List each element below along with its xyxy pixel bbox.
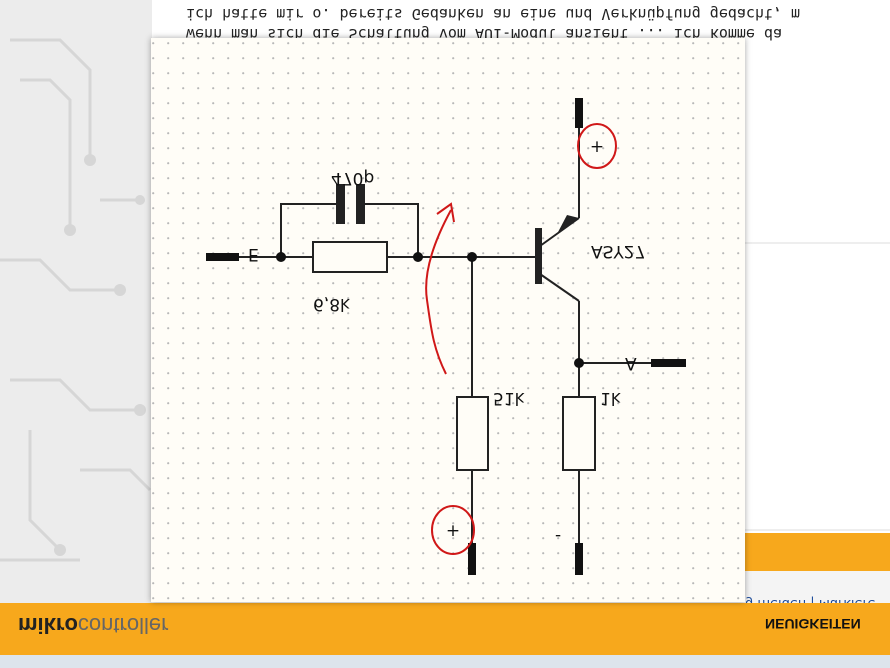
logo-light-text: controller [77, 613, 169, 638]
junction-dot [276, 252, 286, 262]
forum-line-2: ich hatte mir o. bereits Gedanken an ein… [186, 5, 801, 23]
junction-dot [413, 252, 423, 262]
label-capacitor: 470p [331, 168, 374, 188]
junction-dot [467, 252, 477, 262]
nav-news-link[interactable]: NEUIGKEITEN [765, 616, 861, 632]
logo-bold-text: mikro [18, 613, 78, 638]
label-minus: - [555, 526, 561, 546]
bottom-bar [0, 655, 890, 668]
resistor-1k [562, 396, 596, 471]
transistor-base [535, 228, 542, 284]
capacitor-plate-left [336, 184, 345, 224]
highlight-circle-bottom [431, 505, 475, 555]
site-footer-bar [0, 603, 890, 655]
resistor-6-8k [312, 241, 388, 273]
plus-symbol-top: + [590, 137, 604, 157]
label-r-base: 51k [493, 388, 525, 408]
dot-grid [151, 38, 745, 602]
highlight-circle-top [577, 123, 617, 169]
site-logo[interactable]: mikrocontroller [18, 612, 168, 638]
junction-dot [574, 358, 584, 368]
circuit-schematic: E 470p 6,8k ASY27 A 51k 1k - + + [151, 38, 745, 602]
ground-terminal [575, 543, 583, 575]
resistor-51k [456, 396, 489, 471]
label-transistor: ASY27 [591, 241, 645, 261]
label-output: A [625, 353, 637, 373]
top-supply-terminal [575, 98, 583, 128]
collector-lead [539, 273, 580, 302]
plus-symbol-bottom: + [446, 521, 460, 541]
orange-accent-strip [745, 533, 890, 571]
annotation-arrow-curve [425, 209, 452, 375]
annotation-arrow-head [436, 202, 455, 223]
bottom-supply-terminal [468, 543, 476, 575]
input-terminal [206, 253, 239, 261]
output-terminal [651, 359, 686, 367]
schematic-image-panel: E 470p 6,8k ASY27 A 51k 1k - + + [151, 38, 745, 602]
capacitor-plate-right [356, 184, 365, 224]
cap-wire-right [365, 203, 419, 257]
label-r-collector: 1k [600, 388, 621, 408]
label-input: E [248, 244, 259, 264]
label-r-series: 6,8k [313, 294, 350, 314]
cap-wire-left [280, 203, 336, 257]
emitter-arrow [557, 215, 579, 234]
